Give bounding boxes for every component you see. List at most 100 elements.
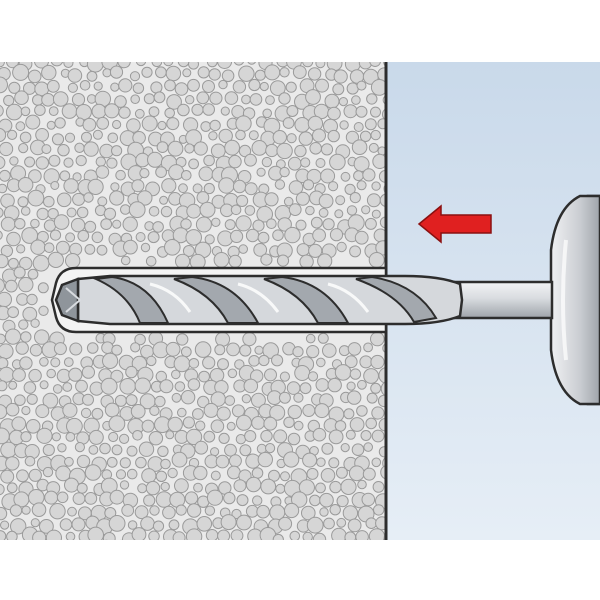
wall-pore <box>25 544 39 558</box>
wall-pore <box>16 469 29 483</box>
wall-pore <box>174 82 189 96</box>
wall-pore <box>166 94 182 110</box>
wall-pore <box>20 206 31 216</box>
wall-pore <box>238 144 252 158</box>
wall-pore <box>220 106 230 116</box>
wall-pore <box>279 67 290 78</box>
wall-pore <box>100 218 113 231</box>
wall-pore <box>0 291 12 308</box>
wall-pore <box>19 356 33 370</box>
wall-pore <box>152 221 164 233</box>
wall-pore <box>224 139 241 156</box>
wall-pore <box>35 404 50 419</box>
wall-pore <box>328 429 344 445</box>
wall-pore <box>309 142 323 155</box>
wall-pore <box>95 156 107 167</box>
wall-pore <box>13 266 26 279</box>
wall-pore <box>143 93 155 105</box>
wall-pore <box>0 127 7 143</box>
wall-pore <box>261 156 273 168</box>
wall-pore <box>130 342 141 353</box>
wall-pore <box>112 219 122 229</box>
wall-pore <box>253 243 268 257</box>
wall-pore <box>111 344 123 356</box>
wall-pore <box>302 452 318 468</box>
wall-pore <box>324 93 340 109</box>
wall-pore <box>174 478 189 494</box>
wall-pore <box>184 491 199 505</box>
wall-pore <box>111 444 123 456</box>
wall-pore <box>27 268 39 280</box>
wall-pore <box>56 192 72 208</box>
wall-pore <box>351 443 365 457</box>
wall-pore <box>100 377 118 395</box>
wall-pore <box>233 479 247 493</box>
wall-pore <box>245 228 260 243</box>
wall-pore <box>26 293 38 306</box>
wall-pore <box>172 531 186 540</box>
wall-pore <box>323 517 335 530</box>
wall-pore <box>88 429 104 445</box>
wall-pore <box>260 253 273 266</box>
wall-pore <box>0 76 8 94</box>
wall-pore <box>214 344 226 356</box>
wall-pore <box>0 141 14 157</box>
wall-pore <box>294 144 307 158</box>
wall-pore <box>91 103 107 119</box>
wall-pore <box>326 62 343 72</box>
wall-pore <box>175 253 191 269</box>
wall-pore <box>260 478 277 495</box>
wall-pore <box>264 192 279 207</box>
wall-pore <box>202 356 216 370</box>
wall-pore <box>12 63 30 81</box>
wall-pore <box>84 244 96 255</box>
wall-pore <box>224 395 236 406</box>
wall-pore <box>30 318 40 328</box>
wall-pore <box>37 282 49 294</box>
wall-pore <box>256 205 274 223</box>
wall-pore <box>20 331 32 343</box>
wall-pore <box>218 177 235 194</box>
wall-pore <box>23 381 37 394</box>
wall-pore <box>312 532 327 540</box>
wall-pore <box>221 69 235 83</box>
wall-pore <box>177 407 187 418</box>
wall-pore <box>206 62 218 68</box>
wall-pore <box>74 142 85 154</box>
wall-pore <box>135 232 146 242</box>
wall-pore <box>67 506 77 517</box>
wall-pore <box>343 408 355 420</box>
wall-pore <box>140 242 151 253</box>
wall-pore <box>83 192 94 203</box>
wall-pore <box>204 234 215 245</box>
wall-pore <box>80 407 92 419</box>
wall-pore <box>118 106 131 119</box>
wall-pore <box>108 415 126 433</box>
wall-pore <box>188 158 200 170</box>
wall-pore <box>243 378 259 394</box>
wall-pore <box>81 365 96 379</box>
wall-pore <box>236 494 249 507</box>
wall-pore <box>336 517 347 528</box>
wall-pore <box>195 420 206 431</box>
wall-pore <box>132 82 145 94</box>
wall-pore <box>312 128 326 143</box>
wall-pore <box>155 166 168 179</box>
wall-pore <box>262 342 280 359</box>
wall-pore <box>65 531 76 540</box>
wall-pore <box>329 504 341 516</box>
wall-pore <box>345 130 359 144</box>
wall-pore <box>81 131 92 143</box>
wall-pore <box>170 543 180 553</box>
wall-pore <box>53 214 70 230</box>
wall-pore <box>196 191 210 204</box>
wall-pore <box>26 393 38 405</box>
wall-pore <box>203 430 216 443</box>
wall-pore <box>318 193 334 209</box>
wall-pore <box>137 483 148 494</box>
wall-pore <box>238 244 248 254</box>
wall-pore <box>126 468 138 480</box>
wall-pore <box>362 168 376 182</box>
wall-pore <box>0 156 6 170</box>
wall-pore <box>0 506 8 521</box>
